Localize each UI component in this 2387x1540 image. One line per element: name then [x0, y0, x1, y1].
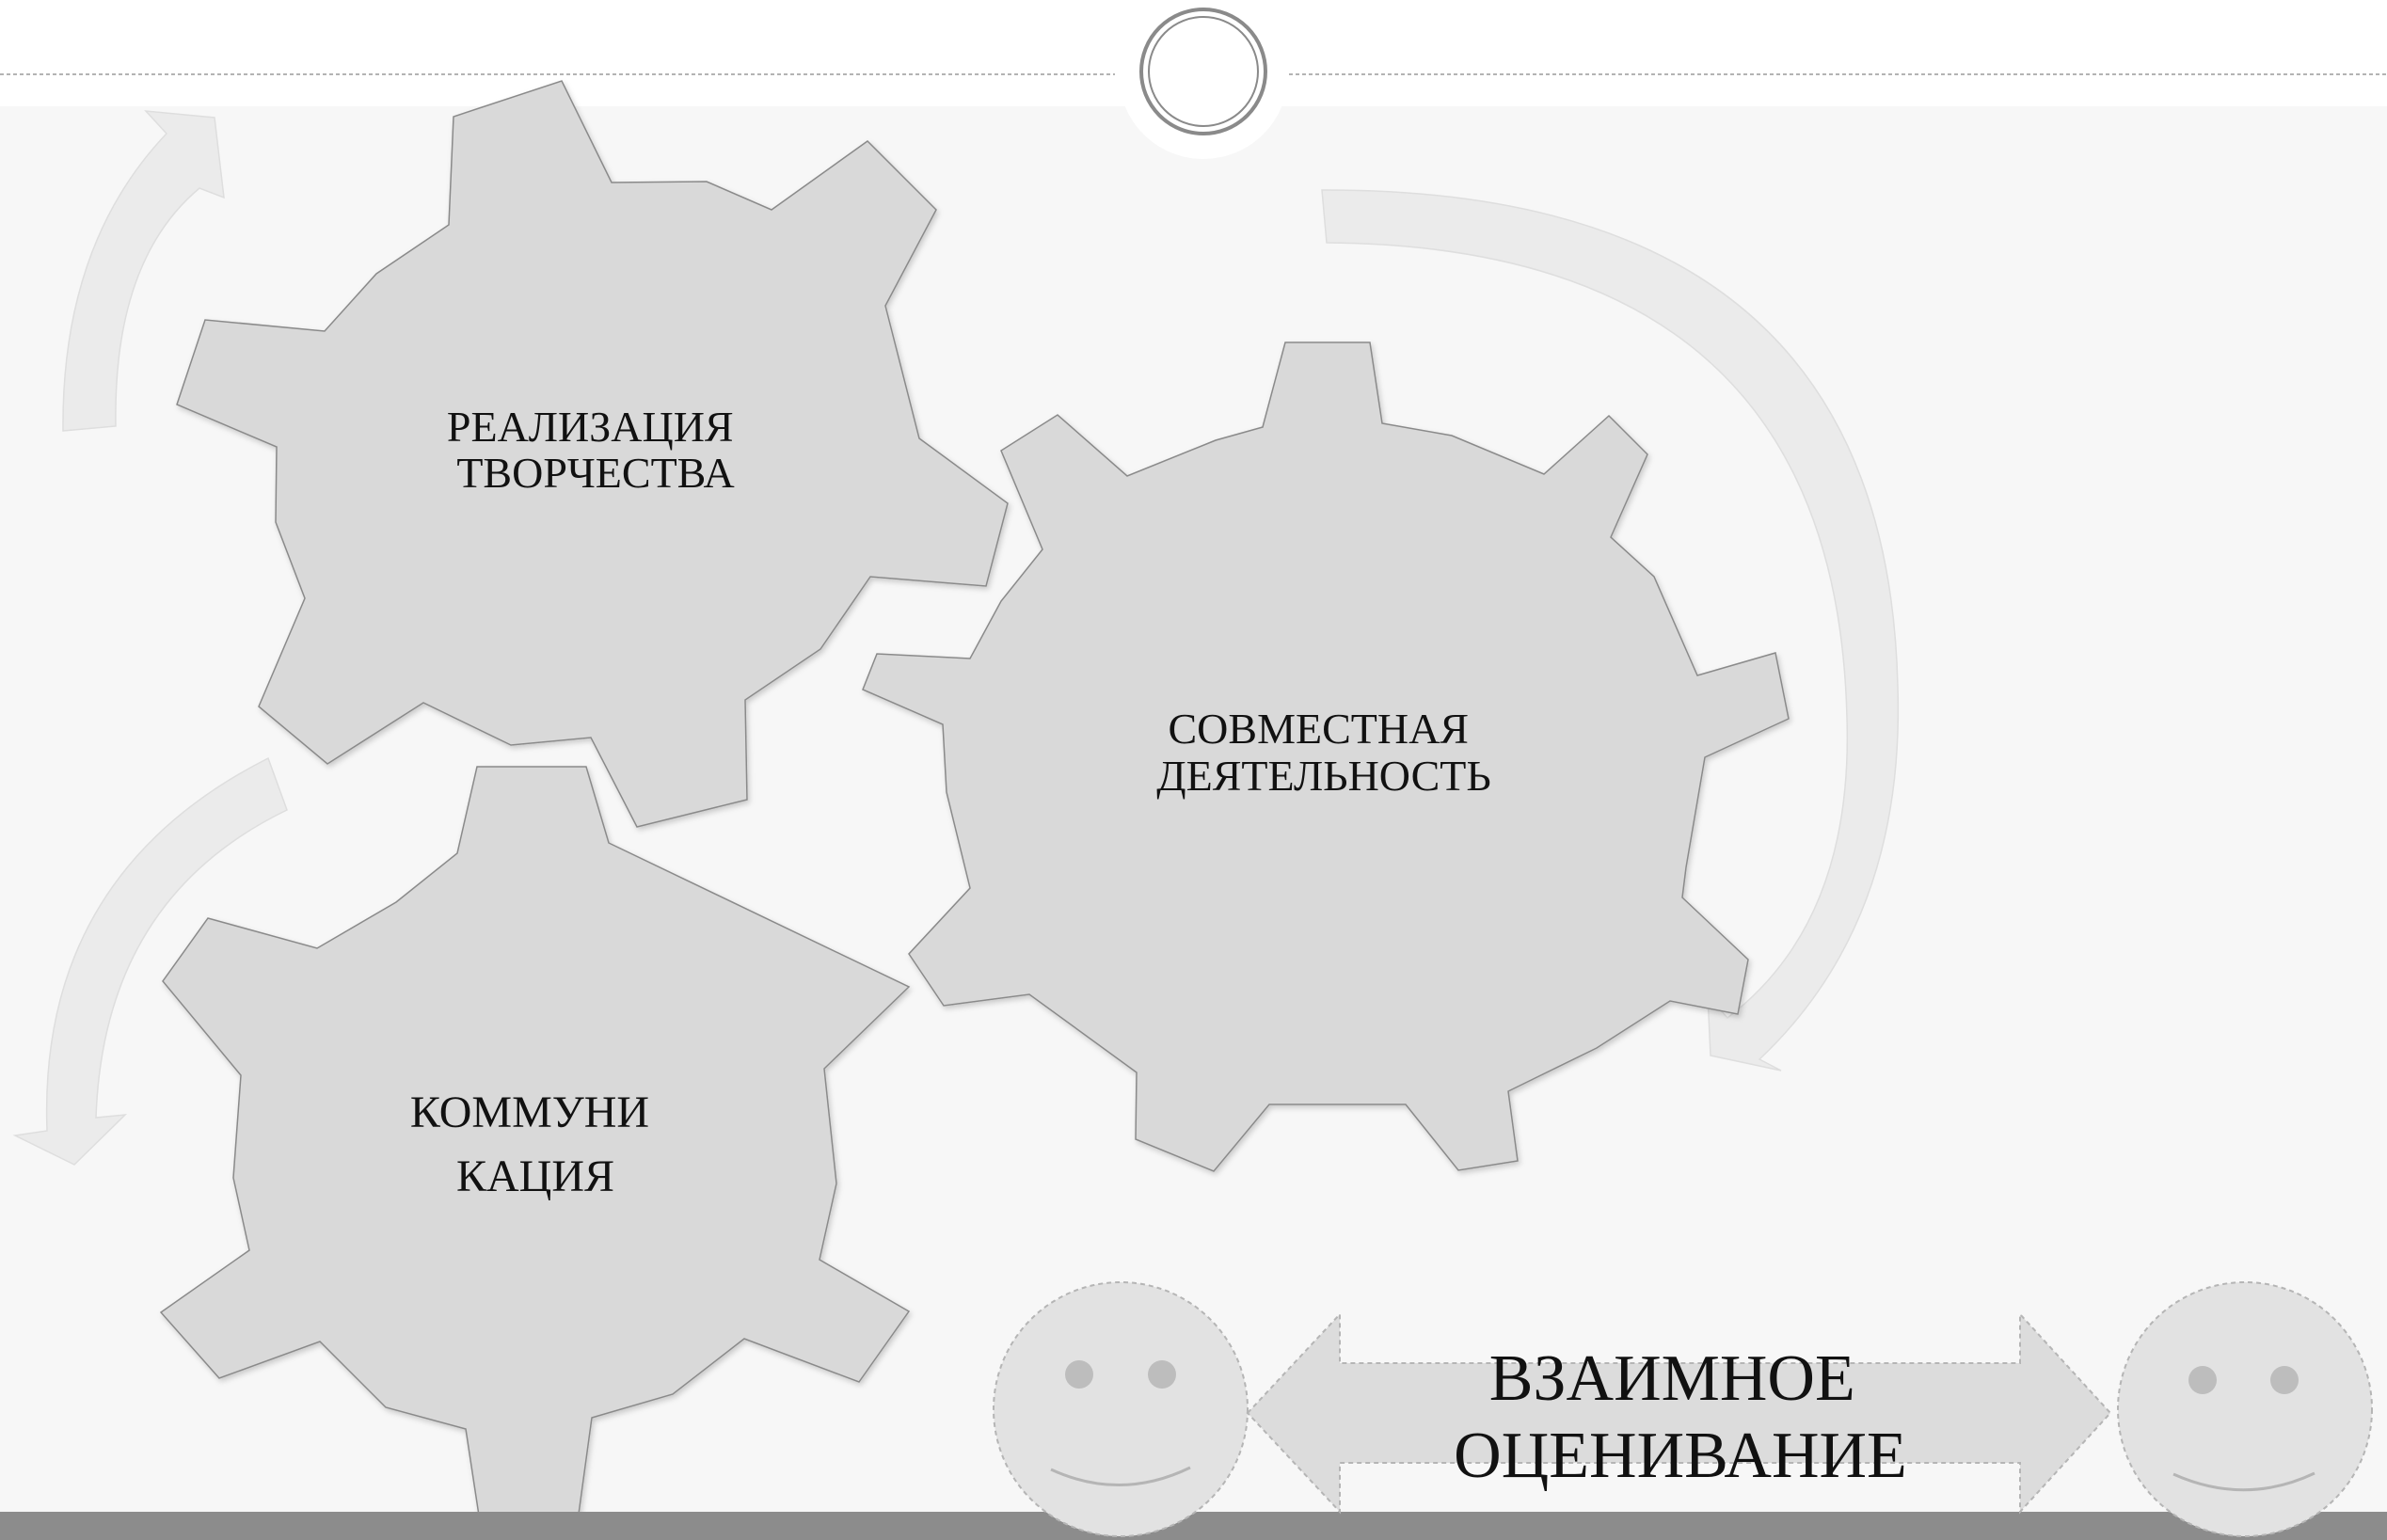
double-arrow-shape: [1246, 1311, 2112, 1515]
mutual-assessment-label-line1: ВЗАИМНОЕ: [1489, 1342, 1855, 1415]
smiley-right-eye-left: [2188, 1366, 2217, 1394]
gear-joint-activity-label: СОВМЕСТНАЯ ДЕЯТЕЛЬНОСТЬ: [1156, 705, 1491, 800]
top-ring-inner: [1148, 16, 1259, 127]
gear-communication-label-line1: КОММУНИ: [410, 1088, 649, 1137]
gear-creativity-shape: [176, 80, 1009, 828]
gear-joint-activity-label-line2: ДЕЯТЕЛЬНОСТЬ: [1156, 752, 1491, 800]
gear-creativity-label-line1: РЕАЛИЗАЦИЯ: [447, 403, 734, 451]
smiley-left-eye-left: [1065, 1360, 1093, 1389]
curved-arrow-left: [12, 756, 288, 1166]
gear-communication-label-line2: КАЦИЯ: [456, 1151, 614, 1201]
smiley-right-eye-right: [2270, 1366, 2299, 1394]
gear-creativity-label: РЕАЛИЗАЦИЯ ТВОРЧЕСТВА: [447, 403, 744, 497]
gear-communication-shape: [159, 766, 911, 1529]
mutual-assessment-label: ВЗАИМНОЕ ОЦЕНИВАНИЕ: [1454, 1342, 1907, 1492]
mutual-assessment-label-line2: ОЦЕНИВАНИЕ: [1454, 1420, 1907, 1492]
gear-communication-label: КОММУНИ КАЦИЯ: [410, 1088, 660, 1201]
smiley-right-mouth: [2172, 1471, 2315, 1492]
smiley-left-eye-right: [1148, 1360, 1176, 1389]
gear-creativity-label-line2: ТВОРЧЕСТВА: [456, 449, 734, 497]
curved-arrow-right: [1321, 189, 1900, 1072]
smiley-left-icon: [993, 1281, 1249, 1537]
smiley-right-icon: [2117, 1281, 2373, 1537]
curved-arrow-top-left: [62, 110, 225, 432]
smiley-left-mouth: [1050, 1466, 1191, 1486]
gear-joint-activity-shape: [862, 341, 1790, 1172]
top-ring-outer: [1139, 8, 1267, 135]
bottom-bar: [0, 1512, 2387, 1540]
gear-joint-activity-label-line1: СОВМЕСТНАЯ: [1169, 705, 1469, 753]
